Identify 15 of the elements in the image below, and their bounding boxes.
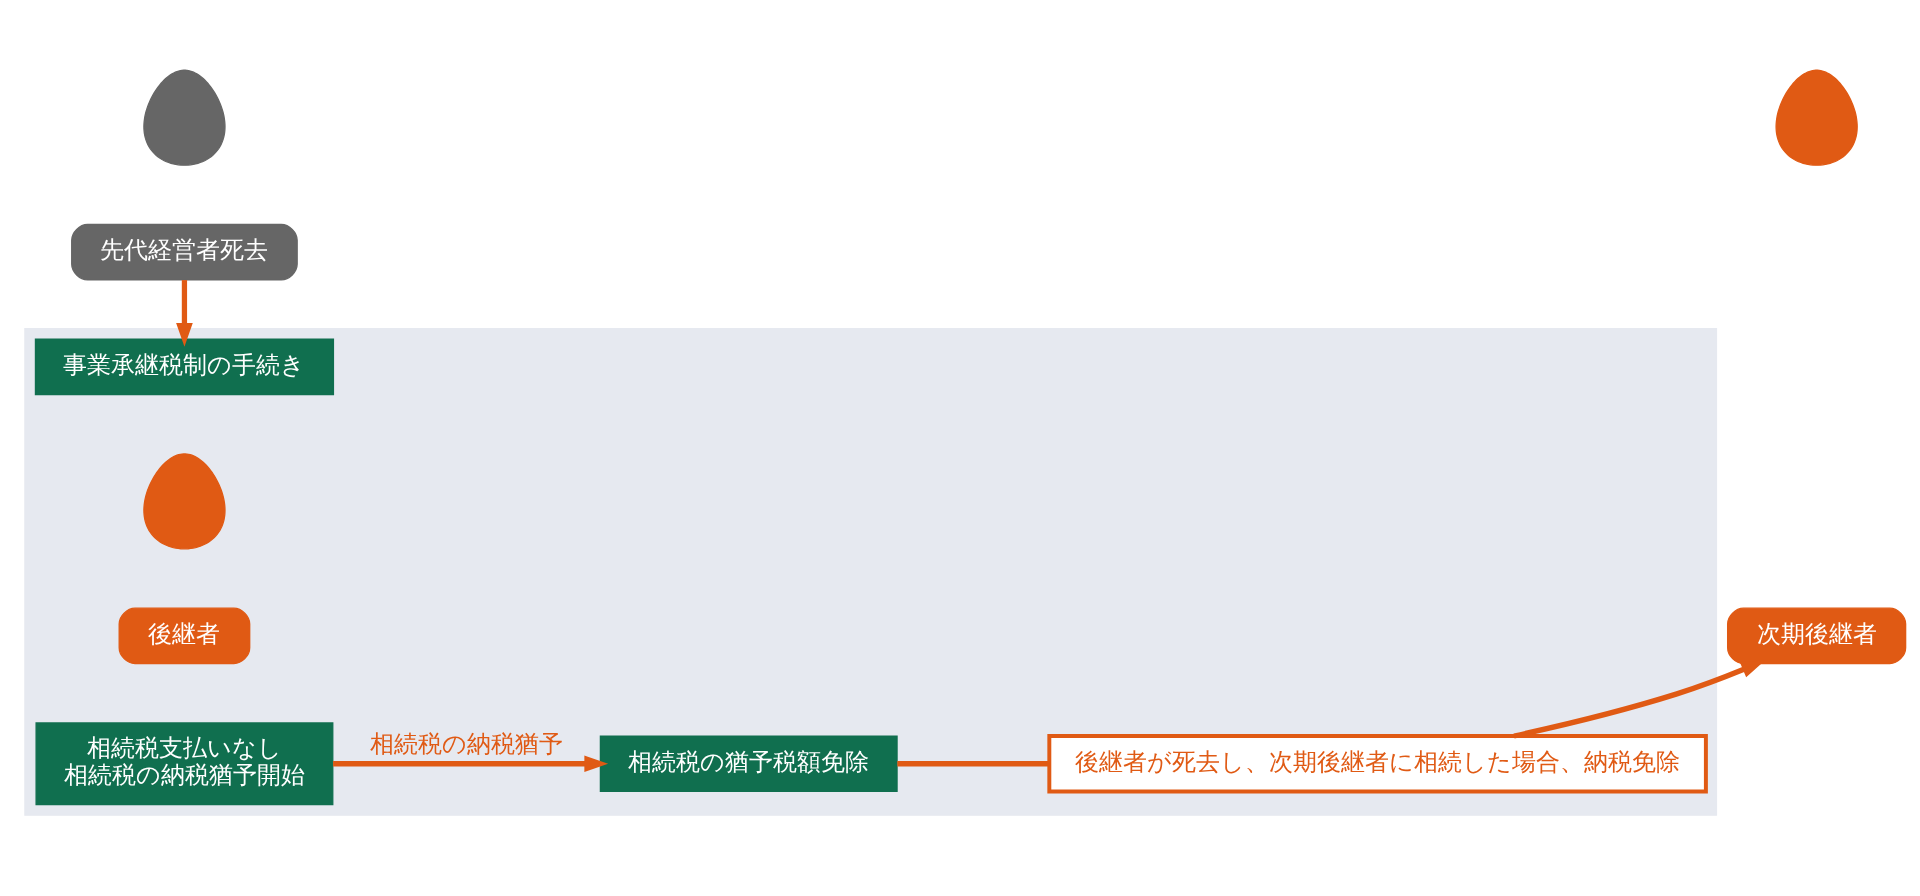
node-box: 次期後継者 xyxy=(1727,607,1907,665)
cluster xyxy=(24,328,1718,816)
node-box: 相続税の猶予税額免除 xyxy=(599,735,898,793)
edge-label: 相続税の納税猶予 xyxy=(370,730,564,759)
node-person xyxy=(143,69,226,166)
node-person xyxy=(1775,69,1858,166)
node-box: 先代経営者死去 xyxy=(71,223,298,281)
arrow xyxy=(176,280,193,347)
arrow xyxy=(333,755,609,773)
node-box: 相続税支払いなし 相続税の納税猶予開始 xyxy=(35,722,334,806)
node-person xyxy=(143,453,226,550)
connector xyxy=(897,761,1050,767)
node-box: 後継者 xyxy=(118,607,251,665)
node-box: 後継者が死去し、次期後継者に相続した場合、納税免除 xyxy=(1047,734,1708,794)
node-box: 事業承継税制の手続き xyxy=(34,338,335,396)
